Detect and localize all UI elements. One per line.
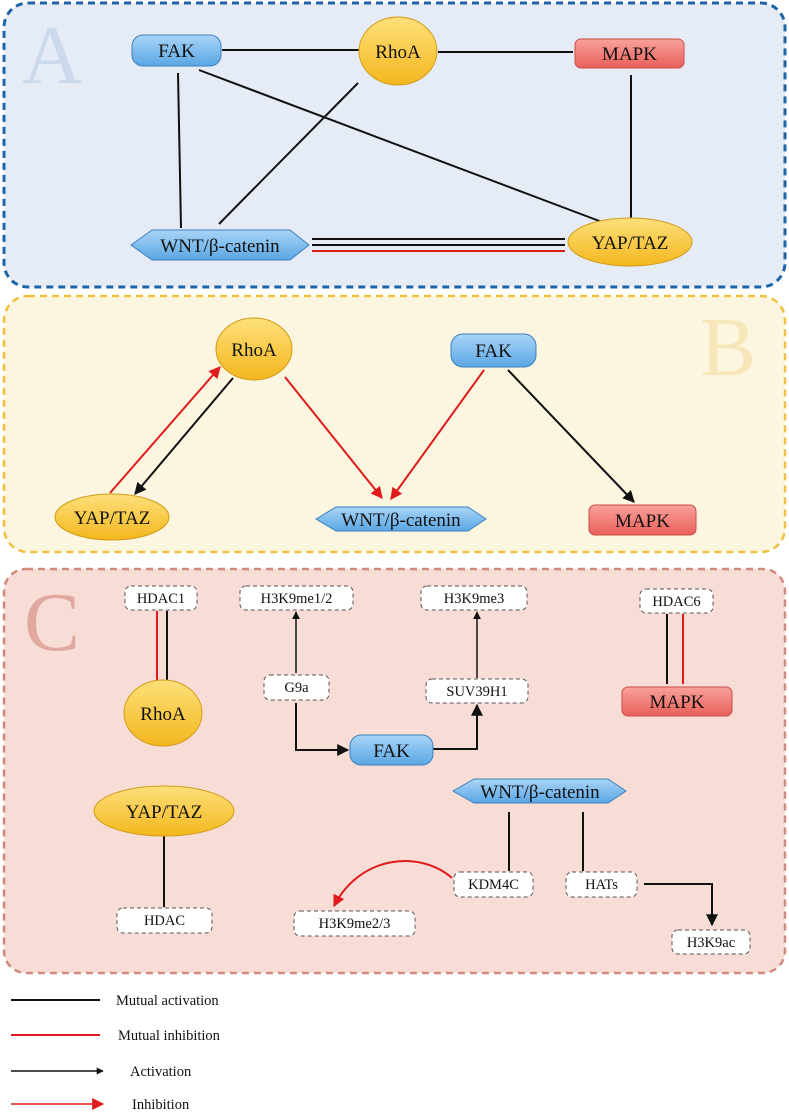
- panel-c-edges: [156, 611, 718, 927]
- node-h3k9me23: H3K9me2/3: [293, 910, 416, 937]
- edge-rhoa-wnt: [218, 82, 359, 225]
- node-hdac: HDAC: [116, 907, 213, 934]
- node-h3k9ac: H3K9ac: [671, 929, 751, 955]
- edge-fak-to-suv39h1: [433, 703, 483, 750]
- node-h3k9me23-label: H3K9me2/3: [319, 916, 391, 932]
- node-wnt-b: WNT/β-catenin: [315, 506, 487, 532]
- node-mapk-label: MAPK: [602, 44, 657, 65]
- node-hdac1: HDAC1: [124, 585, 198, 611]
- edge-fak-yap: [198, 69, 603, 223]
- node-mapk-b-label: MAPK: [615, 511, 670, 532]
- node-wnt: WNT/β-catenin: [130, 229, 310, 261]
- legend-activation: Activation: [11, 1064, 192, 1080]
- node-hdac-label: HDAC: [144, 913, 185, 929]
- node-hdac6: HDAC6: [639, 588, 714, 614]
- panel-c-letter: C: [24, 576, 80, 669]
- edge-kdm4c-to-h3k9me23-inhibition: [333, 860, 453, 908]
- edge-rhoa-to-yap-activation: [134, 377, 234, 495]
- panel-a-edges: [177, 49, 632, 252]
- node-rhoa-b: RhoA: [215, 317, 293, 381]
- node-rhoa-c-label: RhoA: [140, 704, 186, 725]
- legend-mutual-activation: Mutual activation: [11, 993, 219, 1009]
- edge-g9a-to-fak: [295, 703, 350, 756]
- node-fak-label: FAK: [158, 41, 195, 62]
- node-hats: HATs: [565, 871, 638, 898]
- node-h3k9me12: H3K9me1/2: [239, 585, 354, 611]
- edge-rhoa-to-wnt-inhibition: [284, 376, 383, 499]
- edge-fak-wnt: [177, 72, 182, 229]
- node-mapk-c: MAPK: [621, 686, 733, 717]
- node-wnt-c-label: WNT/β-catenin: [480, 782, 600, 803]
- node-rhoa: RhoA: [358, 16, 438, 86]
- node-fak-b: FAK: [450, 333, 537, 368]
- panel-a-letter: A: [22, 9, 83, 102]
- node-mapk-c-label: MAPK: [650, 692, 705, 713]
- node-wnt-label: WNT/β-catenin: [160, 236, 280, 257]
- node-g9a-label: G9a: [284, 680, 309, 696]
- node-hats-label: HATs: [585, 877, 618, 893]
- node-yap-b: YAP/TAZ: [54, 493, 170, 541]
- legend-activation-label: Activation: [130, 1064, 192, 1080]
- legend-mutual-inhibition: Mutual inhibition: [11, 1028, 221, 1044]
- node-fak-c: FAK: [349, 734, 434, 766]
- legend-mutual-inhibition-label: Mutual inhibition: [118, 1028, 221, 1044]
- legend-mutual-activation-label: Mutual activation: [116, 993, 219, 1009]
- node-h3k9me3-label: H3K9me3: [444, 591, 504, 607]
- node-wnt-c: WNT/β-catenin: [451, 778, 627, 804]
- edge-fak-to-wnt-inhibition: [390, 369, 485, 500]
- node-h3k9me3: H3K9me3: [420, 585, 528, 611]
- node-yap-label: YAP/TAZ: [592, 233, 669, 254]
- legend-inhibition: Inhibition: [11, 1097, 190, 1112]
- node-h3k9ac-label: H3K9ac: [687, 935, 735, 951]
- panel-b-frame: [2, 294, 787, 554]
- node-mapk-b: MAPK: [588, 504, 697, 536]
- node-fak-b-label: FAK: [475, 341, 512, 362]
- node-hdac6-label: HDAC6: [652, 594, 700, 610]
- node-yap: YAP/TAZ: [567, 217, 693, 267]
- panel-a: A FAK RhoA MAPK WNT/β-cateni: [2, 1, 787, 289]
- panel-a-frame: [2, 1, 787, 289]
- node-hdac1-label: HDAC1: [137, 591, 185, 607]
- node-fak: FAK: [131, 34, 222, 67]
- legend: Mutual activation Mutual inhibition Acti…: [11, 993, 221, 1112]
- node-wnt-b-label: WNT/β-catenin: [341, 510, 461, 531]
- node-rhoa-label: RhoA: [375, 42, 421, 63]
- node-g9a: G9a: [263, 674, 330, 701]
- edge-hats-to-h3k9ac: [644, 883, 718, 927]
- node-yap-c: YAP/TAZ: [93, 785, 235, 837]
- edge-yap-to-rhoa-inhibition: [109, 366, 221, 494]
- legend-inhibition-label: Inhibition: [132, 1097, 190, 1112]
- panel-b-edges: [109, 366, 635, 503]
- node-h3k9me12-label: H3K9me1/2: [261, 591, 333, 607]
- node-yap-c-label: YAP/TAZ: [126, 802, 203, 823]
- node-suv39h1: SUV39H1: [425, 678, 529, 704]
- node-mapk: MAPK: [574, 38, 685, 69]
- edge-fak-to-mapk-activation: [507, 369, 635, 503]
- panel-c: C: [2, 567, 787, 975]
- node-fak-c-label: FAK: [373, 741, 410, 762]
- node-rhoa-b-label: RhoA: [231, 340, 277, 361]
- node-yap-b-label: YAP/TAZ: [74, 508, 151, 529]
- panel-b: B RhoA FAK YAP/TAZ WNT/β-catenin MAPK: [2, 294, 787, 554]
- node-kdm4c-label: KDM4C: [468, 877, 519, 893]
- node-rhoa-c: RhoA: [123, 679, 203, 747]
- node-suv39h1-label: SUV39H1: [446, 684, 507, 700]
- node-kdm4c: KDM4C: [453, 871, 534, 898]
- panel-b-letter: B: [700, 301, 756, 394]
